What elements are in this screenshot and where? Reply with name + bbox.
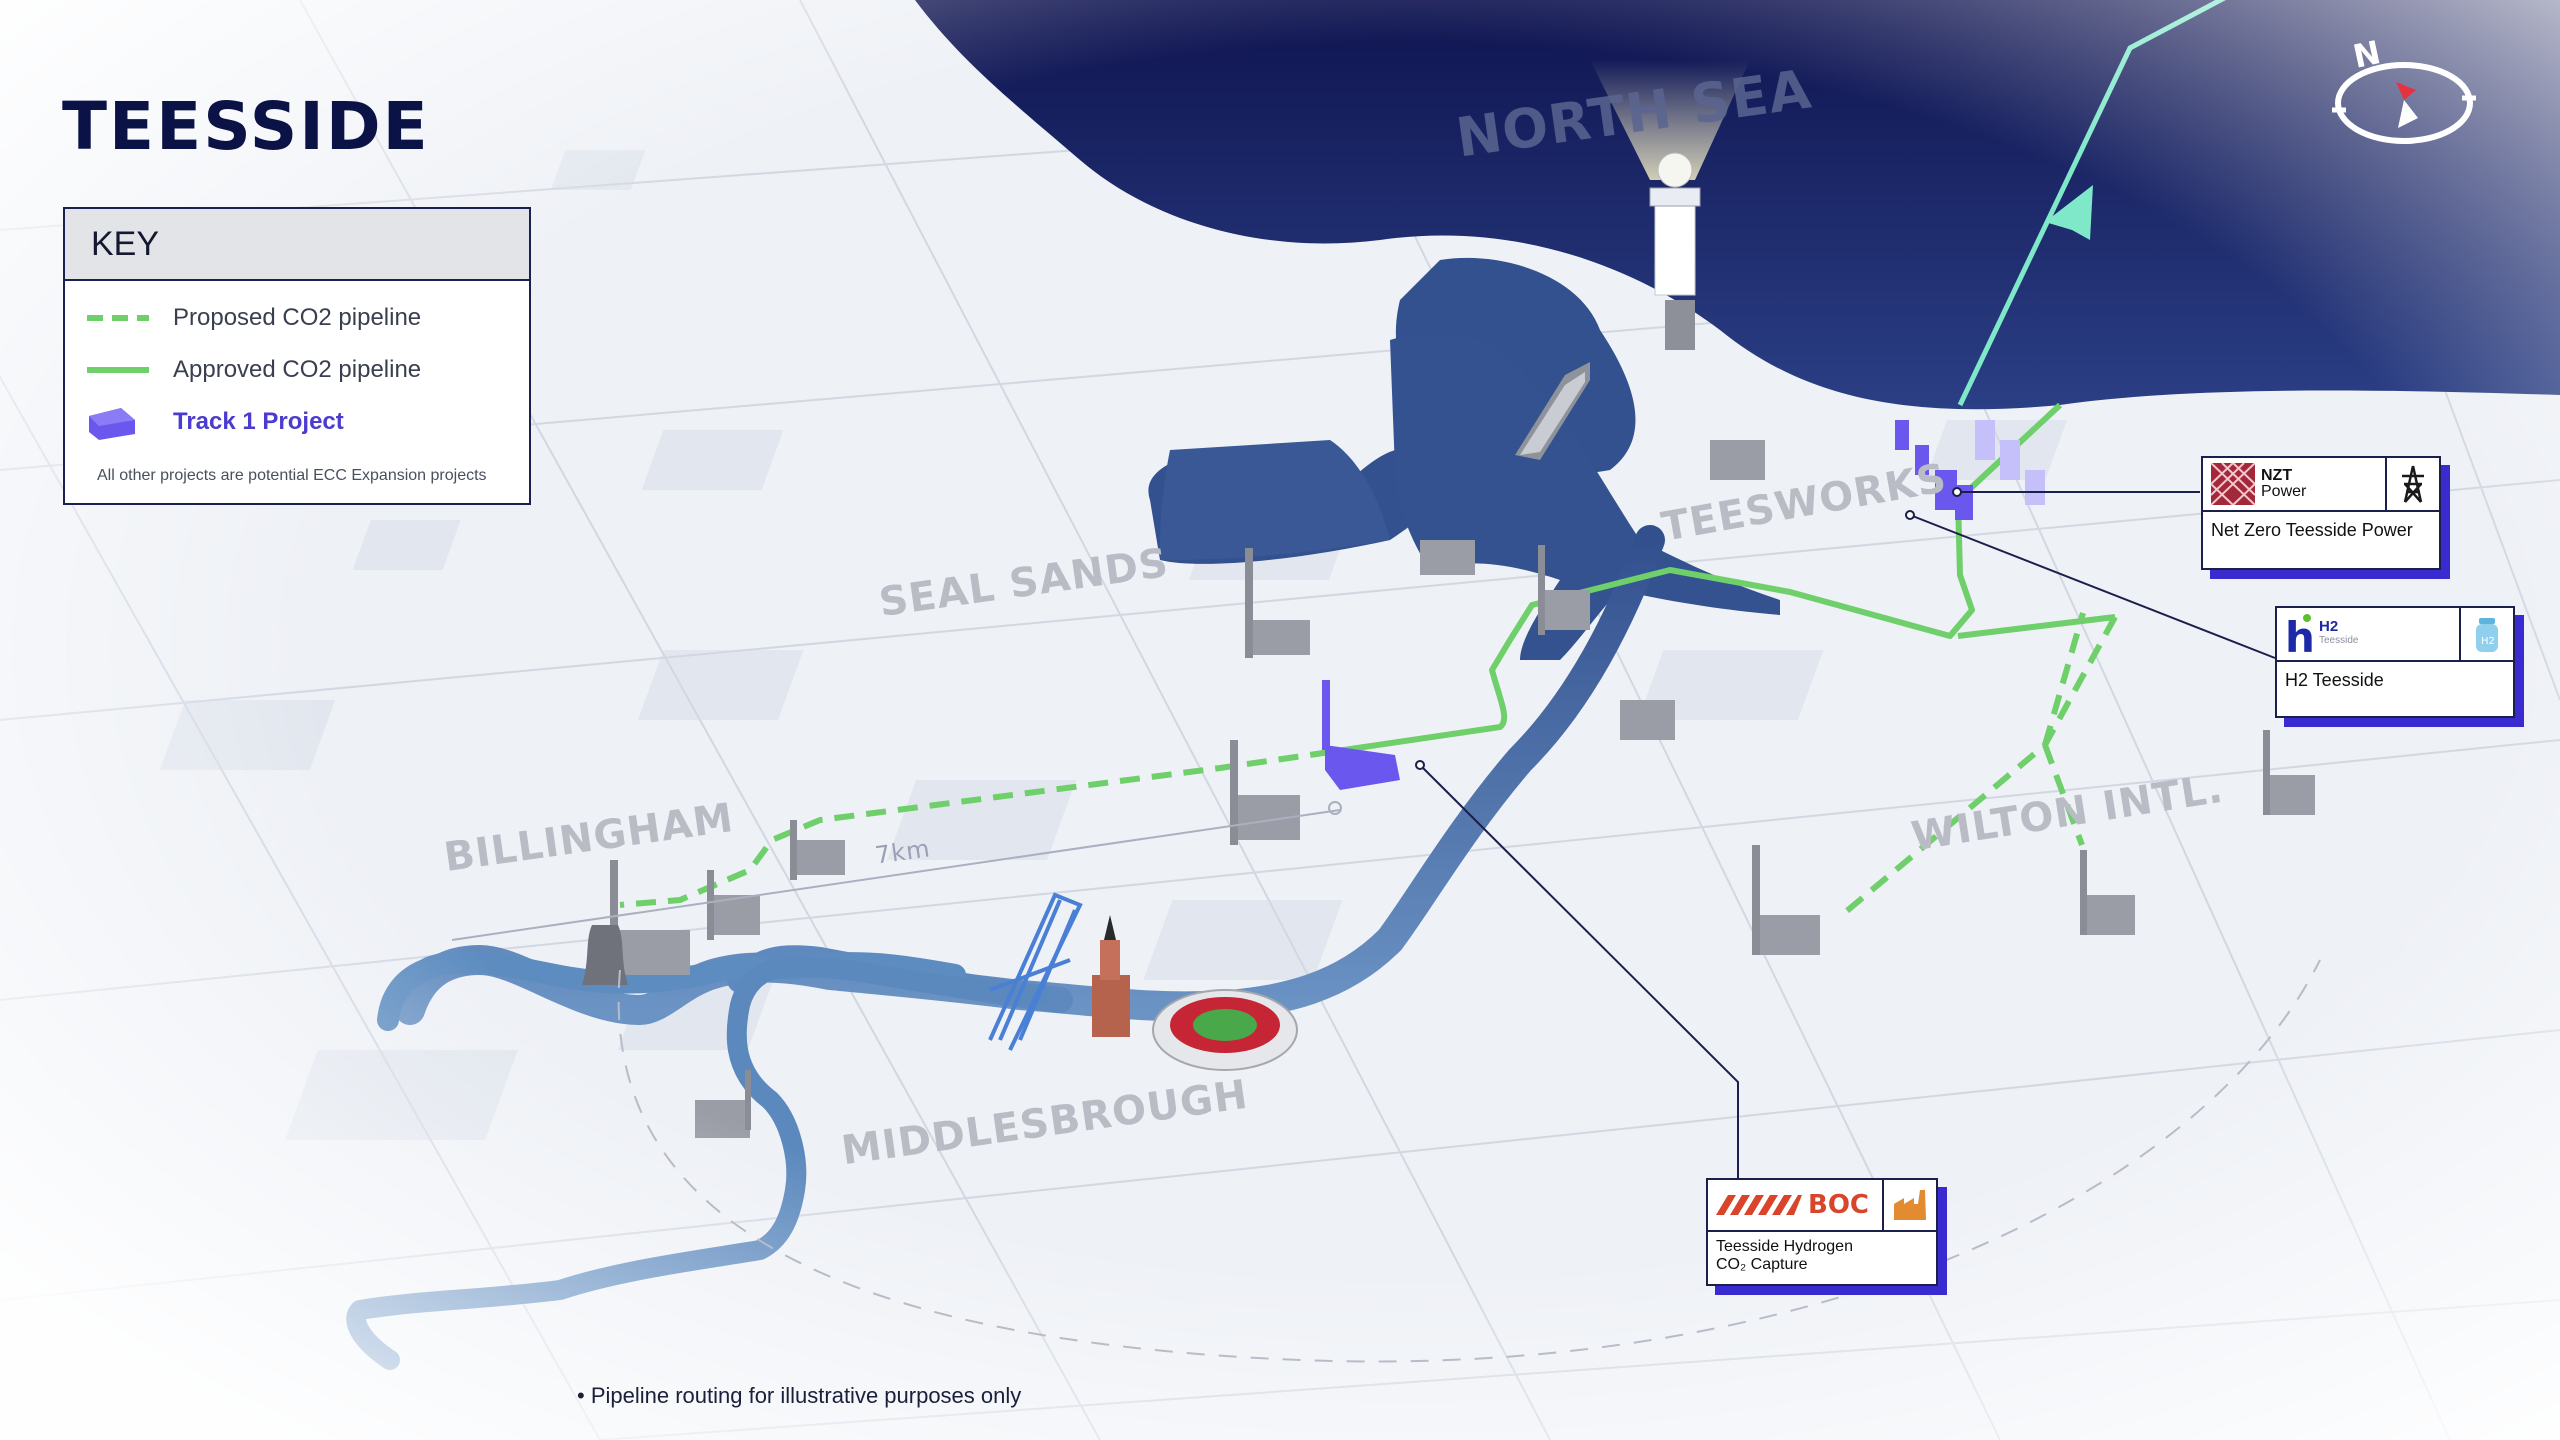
key-label-approved: Approved CO2 pipeline xyxy=(173,356,422,383)
map-key: KEY Proposed CO2 pipeline Approved CO2 p… xyxy=(63,207,531,505)
key-label-proposed: Proposed CO2 pipeline xyxy=(173,304,422,331)
h2-logo-line2: Teesside xyxy=(2319,635,2359,646)
h2-logo-line1: H2 xyxy=(2319,618,2339,635)
nzt-pattern-icon xyxy=(2211,463,2255,505)
boundary-arc xyxy=(617,959,2321,1363)
nzt-logo-line2: Power xyxy=(2261,483,2307,500)
key-note: All other projects are potential ECC Exp… xyxy=(97,467,487,484)
key-label-track1: Track 1 Project xyxy=(173,408,344,435)
pylon-icon xyxy=(2385,458,2439,510)
page-title: TEESSIDE xyxy=(62,88,430,165)
dashed-line-icon xyxy=(85,303,169,333)
boc-logo-text: BOC xyxy=(1808,1190,1870,1220)
boc-name-line1: Teesside Hydrogen xyxy=(1716,1238,1853,1255)
factory-icon xyxy=(1882,1180,1936,1230)
key-heading: KEY xyxy=(65,209,529,281)
solid-line-icon xyxy=(85,355,169,385)
hydrogen-tank-icon: H2 xyxy=(2459,608,2513,660)
key-item-approved: Approved CO2 pipeline xyxy=(85,355,421,385)
h2-glyph-icon: h xyxy=(2285,613,2315,656)
svg-text:H2: H2 xyxy=(2481,636,2495,647)
h2-name: H2 Teesside xyxy=(2285,670,2384,690)
boc-stripes-icon xyxy=(1716,1195,1802,1215)
track1-block-icon xyxy=(85,407,169,440)
card-boc[interactable]: BOC Teesside Hydrogen CO₂ Capture xyxy=(1706,1178,1938,1286)
h2-logo: h H2 Teesside xyxy=(2277,608,2459,660)
card-h2-teesside[interactable]: h H2 Teesside H2 H2 Teesside xyxy=(2275,606,2515,718)
nzt-logo-line1: NZT xyxy=(2261,467,2293,484)
boc-logo: BOC xyxy=(1708,1180,1882,1230)
nzt-name: Net Zero Teesside Power xyxy=(2211,520,2413,540)
key-item-proposed: Proposed CO2 pipeline xyxy=(85,303,421,333)
key-item-track1: Track 1 Project xyxy=(85,407,344,440)
compass-icon: N xyxy=(2332,33,2476,144)
compass-north-label: N xyxy=(2350,33,2384,76)
boc-name-line2: CO₂ Capture xyxy=(1716,1256,1808,1273)
nzt-logo: NZT Power xyxy=(2203,458,2385,510)
footnote: • Pipeline routing for illustrative purp… xyxy=(577,1383,1022,1408)
card-nzt-power[interactable]: NZT Power Net Zero Teesside Power xyxy=(2201,456,2441,570)
